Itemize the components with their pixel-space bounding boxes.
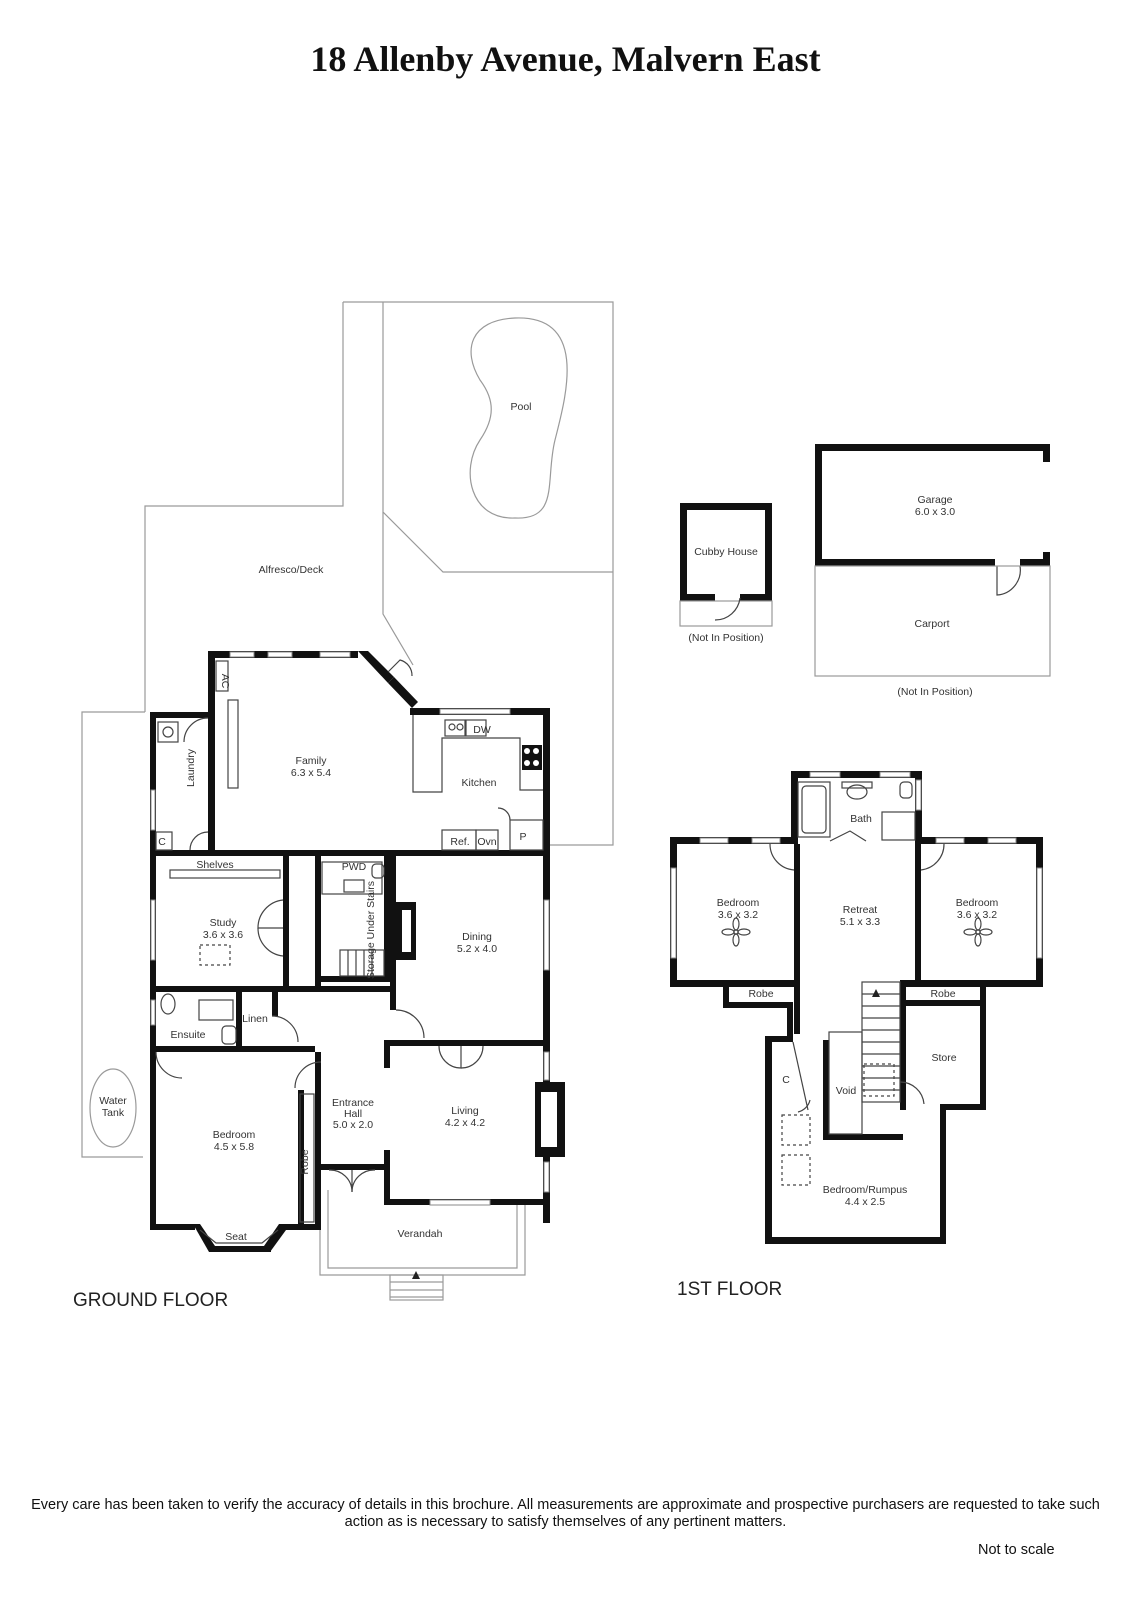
label-c-first: C bbox=[782, 1074, 790, 1086]
label-family-dim: 6.3 x 5.4 bbox=[291, 767, 331, 779]
label-entrance: Entrance bbox=[332, 1097, 374, 1109]
label-dining-dim: 5.2 x 4.0 bbox=[457, 943, 497, 955]
label-entrance-2: Hall bbox=[344, 1108, 362, 1120]
label-alfresco: Alfresco/Deck bbox=[259, 564, 325, 576]
label-pantry: P bbox=[519, 831, 526, 843]
label-retreat: Retreat bbox=[843, 904, 878, 916]
label-ac: AC bbox=[219, 674, 231, 689]
disclaimer: Every care has been taken to verify the … bbox=[31, 1497, 1100, 1530]
label-ovn: Ovn bbox=[477, 836, 496, 848]
label-verandah: Verandah bbox=[398, 1228, 443, 1240]
label-pwd: PWD bbox=[342, 861, 367, 873]
label-ref: Ref. bbox=[450, 836, 469, 848]
label-void: Void bbox=[836, 1085, 857, 1097]
label-pool: Pool bbox=[510, 401, 531, 413]
label-bed-right: Bedroom bbox=[956, 897, 999, 909]
first-floor-label: 1ST FLOOR bbox=[677, 1279, 782, 1300]
label-cubby: Cubby House bbox=[694, 546, 758, 558]
label-study-dim: 3.6 x 3.6 bbox=[203, 929, 243, 941]
label-garage-dim: 6.0 x 3.0 bbox=[915, 506, 955, 518]
first-fixtures bbox=[721, 781, 993, 1186]
ground-fixtures bbox=[155, 659, 544, 1244]
ceiling-fan-icon bbox=[721, 917, 751, 947]
label-bed-right-dim: 3.6 x 3.2 bbox=[957, 909, 997, 921]
cubby-house bbox=[679, 503, 773, 627]
label-laundry: Laundry bbox=[185, 748, 197, 787]
label-dw: DW bbox=[473, 724, 491, 736]
label-carport: Carport bbox=[914, 618, 949, 630]
garage-carport bbox=[814, 444, 1051, 677]
label-rumpus-dim: 4.4 x 2.5 bbox=[845, 1196, 885, 1208]
ground-floor-label: GROUND FLOOR bbox=[73, 1290, 228, 1311]
label-bedroom-dim: 4.5 x 5.8 bbox=[214, 1141, 254, 1153]
ground-floor-walls bbox=[150, 651, 565, 1252]
label-study: Study bbox=[210, 917, 238, 929]
first-floor-walls bbox=[670, 771, 1043, 1244]
outdoor-areas bbox=[81, 301, 614, 1301]
label-laundry-c: C bbox=[158, 836, 166, 848]
label-living-dim: 4.2 x 4.2 bbox=[445, 1117, 485, 1129]
label-robe-right: Robe bbox=[930, 988, 955, 1000]
label-carport-note: (Not In Position) bbox=[897, 686, 972, 698]
room-labels: Pool Alfresco/Deck Family 6.3 x 5.4 AC L… bbox=[73, 401, 999, 1311]
plan-title: 18 Allenby Avenue, Malvern East bbox=[310, 39, 821, 79]
label-bed-left: Bedroom bbox=[717, 897, 760, 909]
label-shelves: Shelves bbox=[196, 859, 233, 871]
label-linen: Linen bbox=[242, 1013, 268, 1025]
label-water-tank-2: Tank bbox=[102, 1107, 125, 1119]
label-retreat-dim: 5.1 x 3.3 bbox=[840, 916, 880, 928]
label-bed-left-dim: 3.6 x 3.2 bbox=[718, 909, 758, 921]
label-kitchen: Kitchen bbox=[461, 777, 496, 789]
label-dining: Dining bbox=[462, 931, 492, 943]
label-seat: Seat bbox=[225, 1231, 247, 1243]
label-bath: Bath bbox=[850, 813, 872, 825]
label-robe-left: Robe bbox=[748, 988, 773, 1000]
label-ensuite: Ensuite bbox=[170, 1029, 205, 1041]
label-entrance-dim: 5.0 x 2.0 bbox=[333, 1119, 373, 1131]
label-living: Living bbox=[451, 1105, 479, 1117]
label-water-tank: Water bbox=[99, 1095, 127, 1107]
label-garage: Garage bbox=[917, 494, 952, 506]
label-rumpus: Bedroom/Rumpus bbox=[823, 1184, 908, 1196]
label-cubby-note: (Not In Position) bbox=[688, 632, 763, 644]
label-family: Family bbox=[296, 755, 328, 767]
water-tank-shape bbox=[89, 1068, 137, 1148]
label-store: Store bbox=[931, 1052, 956, 1064]
ceiling-fan-icon bbox=[963, 917, 993, 947]
scale-note: Not to scale bbox=[978, 1542, 1055, 1558]
label-storage: Storage Under Stairs bbox=[365, 881, 377, 979]
pool-shape bbox=[469, 317, 568, 519]
label-bedroom: Bedroom bbox=[213, 1129, 256, 1141]
label-robe: Robe bbox=[299, 1149, 311, 1174]
